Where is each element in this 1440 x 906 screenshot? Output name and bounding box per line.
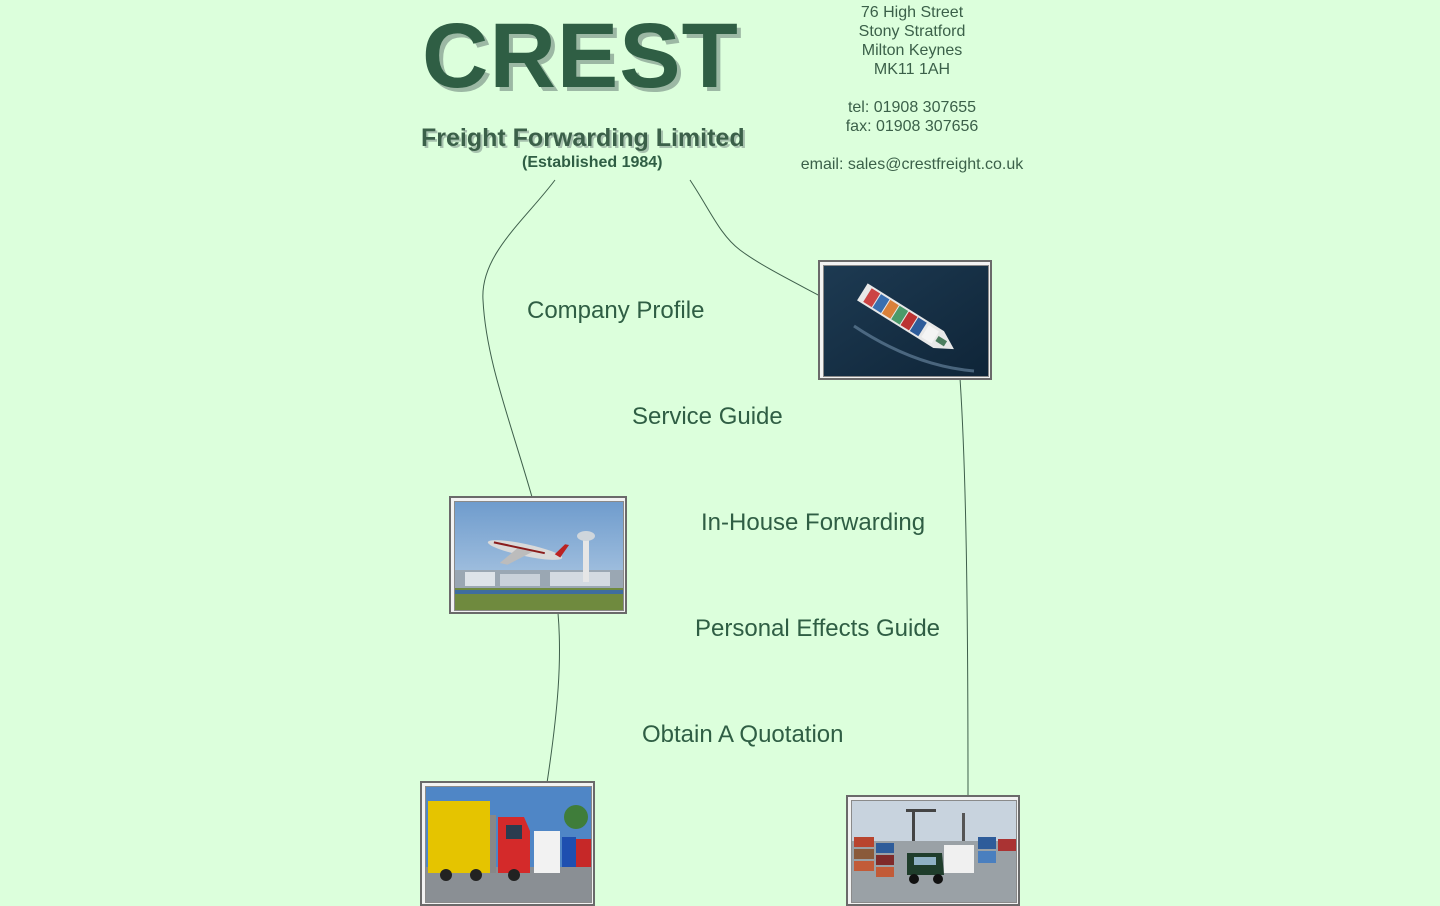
address-line-1: 76 High Street [860, 4, 964, 21]
container-ship-photo [818, 260, 992, 380]
contact-block: 76 High Street Stony Stratford Milton Ke… [782, 3, 1042, 174]
nav-personal-effects-guide[interactable]: Personal Effects Guide [695, 615, 941, 642]
connector-line-ship [689, 179, 821, 297]
address-line-3: Milton Keynes [861, 42, 963, 59]
nav-obtain-quotation[interactable]: Obtain A Quotation [642, 721, 844, 748]
address-postcode: MK11 1AH [873, 61, 951, 78]
company-logo: CREST [422, 5, 739, 107]
airplane-photo [449, 496, 627, 614]
email-link[interactable]: email: sales@crestfreight.co.uk [800, 156, 1024, 173]
container-port-photo [846, 795, 1020, 906]
established-year: (Established 1984) [522, 154, 663, 171]
connector-line-plane [482, 179, 556, 498]
telephone: tel: 01908 307655 [847, 99, 977, 116]
spacer [782, 136, 1042, 155]
nav-in-house-forwarding[interactable]: In-House Forwarding [701, 509, 926, 536]
company-tagline: Freight Forwarding Limited [421, 124, 745, 152]
nav-company-profile[interactable]: Company Profile [527, 297, 705, 324]
connector-line-port [959, 377, 969, 797]
truck-photo [420, 781, 595, 906]
fax: fax: 01908 307656 [845, 118, 979, 135]
spacer [782, 79, 1042, 98]
connector-line-truck [546, 612, 560, 784]
nav-service-guide[interactable]: Service Guide [632, 403, 783, 430]
address-line-2: Stony Stratford [858, 23, 966, 40]
